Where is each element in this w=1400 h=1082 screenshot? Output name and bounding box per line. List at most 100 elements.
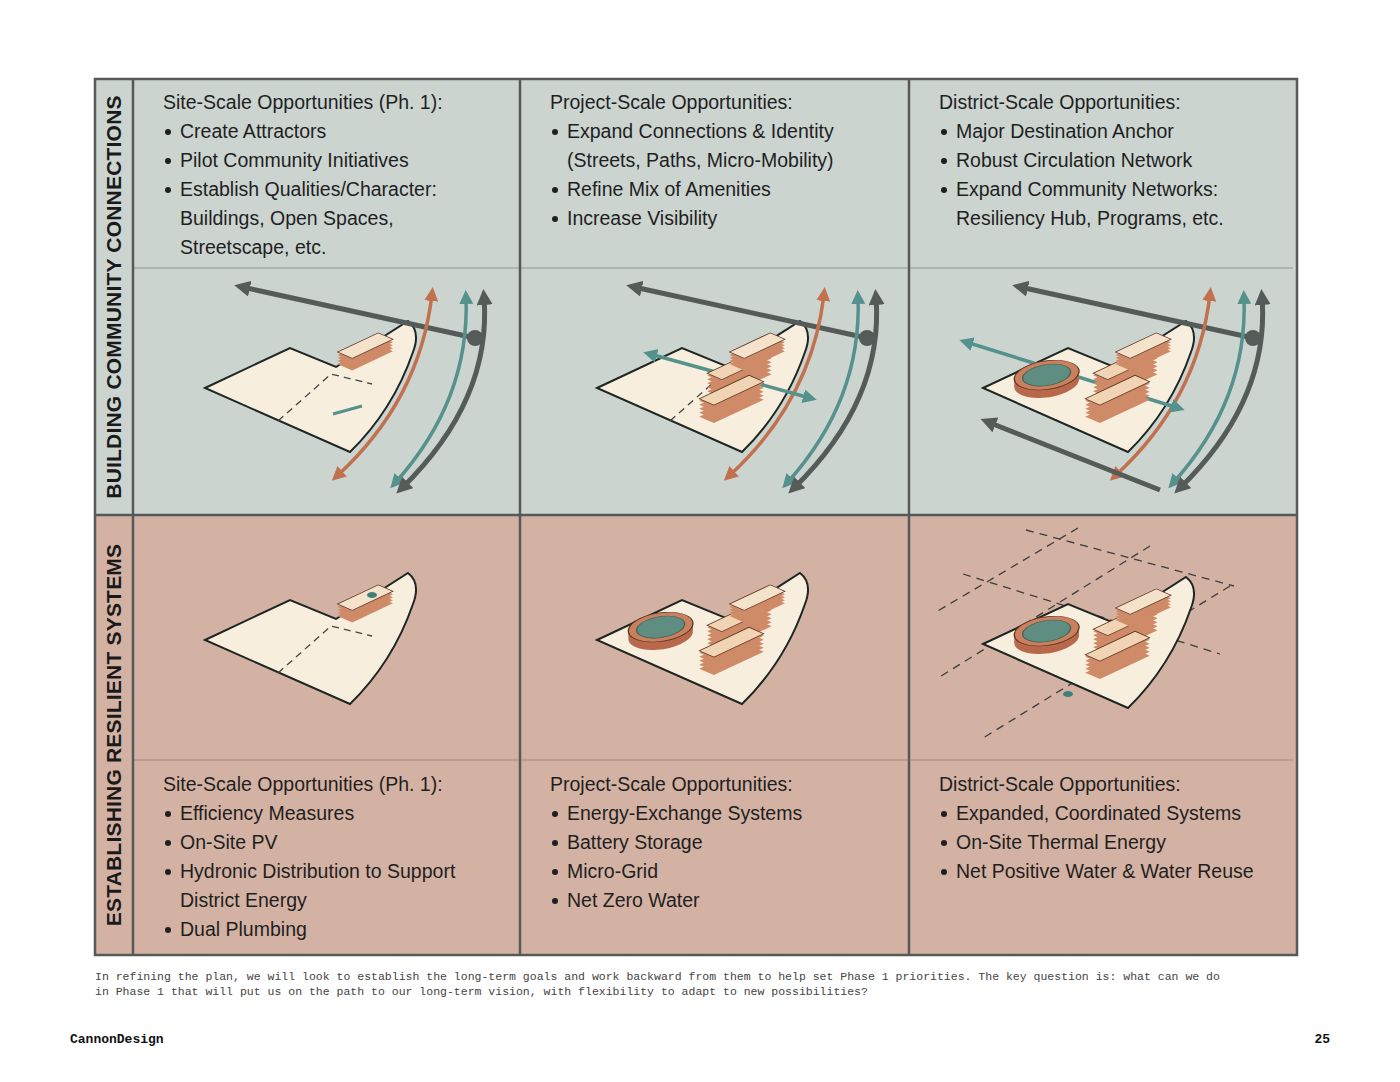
bullet-row: Establish Qualities/Character: Buildings… xyxy=(163,175,508,262)
frame-outline xyxy=(95,79,1297,955)
bullet-row: Expanded, Coordinated Systems xyxy=(939,799,1285,828)
bullet-row: Expand Community Networks: Resiliency Hu… xyxy=(939,175,1285,233)
frame-line xyxy=(519,79,522,955)
bullet-item: On-Site Thermal Energy xyxy=(956,831,1166,853)
bullet-row: Robust Circulation Network xyxy=(939,146,1285,175)
bullet-row: Energy-Exchange Systems xyxy=(550,799,897,828)
cell-text: Project-Scale Opportunities: Expand Conne… xyxy=(550,88,897,233)
phase-one-building xyxy=(1116,333,1171,371)
phase-one-building xyxy=(1116,589,1171,627)
water-feature xyxy=(1063,691,1073,697)
bullet-item: Robust Circulation Network xyxy=(956,149,1192,171)
bullet-item: Major Destination Anchor xyxy=(956,120,1174,142)
bullet-dot xyxy=(165,129,171,135)
site-parcel xyxy=(597,573,808,704)
bullet-row: Major Destination Anchor xyxy=(939,117,1285,146)
cell-heading: Project-Scale Opportunities: xyxy=(550,770,897,799)
band-label: BUILDING COMMUNITY CONNECTIONS xyxy=(102,95,126,498)
bullet-dot xyxy=(552,898,558,904)
phase-one-building xyxy=(730,333,785,371)
bullet-row: Create Attractors xyxy=(163,117,508,146)
project-scale-illustration xyxy=(597,287,877,488)
bullet-item: Create Attractors xyxy=(180,120,326,142)
band-ground xyxy=(95,515,1297,955)
band-label: ESTABLISHING RESILIENT SYSTEMS xyxy=(102,544,126,926)
bullet-dot xyxy=(165,869,171,875)
frame-line xyxy=(132,79,135,955)
bullet-dot xyxy=(552,811,558,817)
bullet-item: Net Zero Water xyxy=(567,889,700,911)
bullet-dot xyxy=(941,129,947,135)
bullet-item: Efficiency Measures xyxy=(180,802,354,824)
bullet-item: Expand Connections & Identity (Streets, … xyxy=(567,120,834,171)
bullet-dot xyxy=(552,216,558,222)
divider-line xyxy=(133,760,1293,761)
district-systems-illustration xyxy=(936,528,1234,738)
site-systems-illustration xyxy=(205,573,416,704)
bullet-item: Expand Community Networks: Resiliency Hu… xyxy=(956,178,1224,229)
phase-one-building xyxy=(338,585,393,623)
bullet-row: On-Site Thermal Energy xyxy=(939,828,1285,857)
project-systems-illustration xyxy=(597,573,808,704)
phase-one-building xyxy=(338,333,393,371)
bullet-item: Battery Storage xyxy=(567,831,703,853)
site-parcel xyxy=(597,321,808,452)
bullet-row: Expand Connections & Identity (Streets, … xyxy=(550,117,897,175)
cell-text: District-Scale Opportunities: Major Desti… xyxy=(939,88,1285,233)
bullet-item: On-Site PV xyxy=(180,831,278,853)
bullet-dot xyxy=(941,811,947,817)
grid-line xyxy=(983,586,1230,738)
bullet-dot xyxy=(552,187,558,193)
row-band: Site-Scale Opportunities (Ph. 1): Efficie… xyxy=(95,515,1297,955)
destination-anchor xyxy=(615,606,706,656)
bullet-dot xyxy=(941,840,947,846)
bullet-dot xyxy=(552,129,558,135)
bullet-row: Increase Visibility xyxy=(550,204,897,233)
bullet-dot xyxy=(165,811,171,817)
street-arrow xyxy=(988,422,1160,490)
bullet-dot xyxy=(552,840,558,846)
district-scale-illustration xyxy=(966,287,1263,490)
bullet-item: Increase Visibility xyxy=(567,207,717,229)
bullet-row: Battery Storage xyxy=(550,828,897,857)
frame-line xyxy=(908,79,911,955)
band-ground xyxy=(95,79,1297,515)
footer-brand: CannonDesign xyxy=(70,1032,164,1047)
divider-line xyxy=(133,268,1293,269)
water-feature xyxy=(367,592,377,598)
page-number: 25 xyxy=(1314,1032,1330,1047)
grid-line xyxy=(936,528,1078,612)
bullet-dot xyxy=(941,187,947,193)
district-grid xyxy=(936,528,1234,738)
cell-heading: Project-Scale Opportunities: xyxy=(550,88,897,117)
circulation-arrows xyxy=(634,287,877,488)
bullet-dot xyxy=(165,840,171,846)
bullet-item: Net Positive Water & Water Reuse xyxy=(956,860,1254,882)
bullet-dot xyxy=(165,927,171,933)
site-parcel xyxy=(205,321,416,452)
table-frame xyxy=(95,79,1297,955)
bullet-row: Refine Mix of Amenities xyxy=(550,175,897,204)
parcel-dash xyxy=(278,374,372,421)
mobility-link xyxy=(333,406,362,414)
bullet-row: Efficiency Measures xyxy=(163,799,508,828)
cell-text: Site-Scale Opportunities (Ph. 1): Efficie… xyxy=(163,770,508,944)
cell-heading: Site-Scale Opportunities (Ph. 1): xyxy=(163,770,508,799)
phase-one-building xyxy=(730,585,785,623)
row-band: Site-Scale Opportunities (Ph. 1):Create … xyxy=(95,79,1297,515)
frame-line xyxy=(95,514,1297,517)
cell-heading: District-Scale Opportunities: xyxy=(939,770,1285,799)
opportunity-cell: Project-Scale Opportunities: Expand Conne… xyxy=(520,79,909,515)
bullet-dot xyxy=(165,187,171,193)
site-scale-illustration xyxy=(205,287,485,488)
bullet-item: Dual Plumbing xyxy=(180,918,307,940)
bullet-item: Refine Mix of Amenities xyxy=(567,178,771,200)
bullet-row: Micro-Grid xyxy=(550,857,897,886)
opportunity-cell: District-Scale Opportunities: Major Desti… xyxy=(909,79,1297,515)
cell-heading: District-Scale Opportunities: xyxy=(939,88,1285,117)
caption: In refining the plan, we will look to es… xyxy=(95,969,1235,999)
cell-text: Site-Scale Opportunities (Ph. 1):Create … xyxy=(163,88,508,262)
opportunity-cell: Site-Scale Opportunities (Ph. 1): Efficie… xyxy=(133,515,520,955)
site-parcel xyxy=(205,573,416,704)
